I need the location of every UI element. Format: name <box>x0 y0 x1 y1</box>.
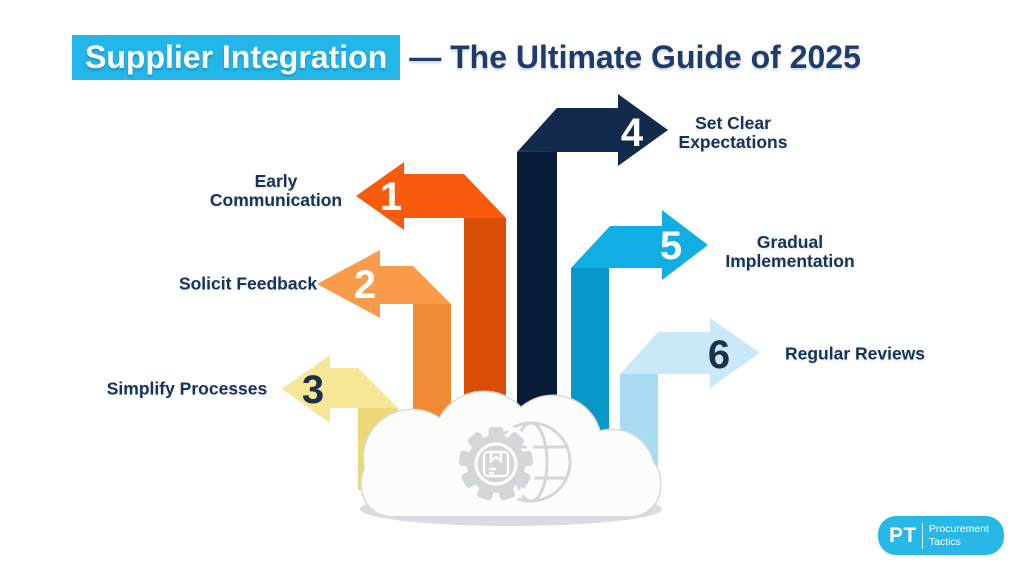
step-label-6: Regular Reviews <box>784 343 926 364</box>
arrow-1 <box>356 162 506 466</box>
step-number-3: 3 <box>302 368 324 412</box>
step-label-4: Set Clear Expectations <box>678 113 788 152</box>
arrow-4-column <box>517 152 557 430</box>
arrow-3-arm <box>282 355 398 423</box>
arrow-1-arm <box>356 162 506 230</box>
arrow-6-arm <box>620 318 760 388</box>
page-title: Supplier Integration — The Ultimate Guid… <box>72 35 861 80</box>
logo-name: Procurement Tactics <box>928 523 989 548</box>
procurement-tactics-logo: PT Procurement Tactics <box>878 516 1004 555</box>
step-number-6: 6 <box>708 333 730 377</box>
gear-icon <box>458 427 534 501</box>
step-number-5: 5 <box>660 224 682 268</box>
step-label-1: Early Communication <box>209 171 343 210</box>
package-icon <box>482 450 510 478</box>
logo-divider <box>921 522 923 549</box>
step-label-3: Simplify Processes <box>106 378 268 399</box>
gear-globe-package-icon <box>455 421 572 505</box>
title-rest: — The Ultimate Guide of 2025 <box>409 39 861 75</box>
logo-abbr: PT <box>889 523 917 547</box>
step-number-1: 1 <box>380 175 402 219</box>
arrow-2-arm <box>317 250 451 318</box>
arrow-5-arm <box>571 210 708 280</box>
arrow-4-arm <box>519 94 668 166</box>
step-label-2: Solicit Feedback <box>178 273 318 294</box>
step-number-4: 4 <box>621 111 644 155</box>
arrow-4 <box>517 94 668 430</box>
title-highlight: Supplier Integration <box>72 35 401 80</box>
step-label-5: Gradual Implementation <box>725 232 855 271</box>
step-number-2: 2 <box>354 263 376 307</box>
gear-separator-ring <box>455 423 537 505</box>
